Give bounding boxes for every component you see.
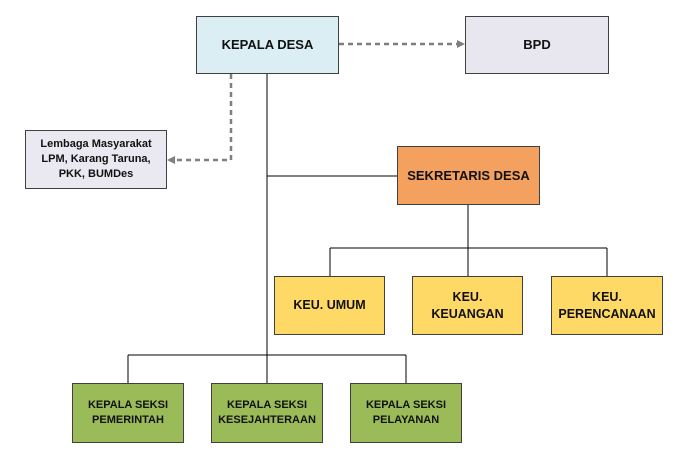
keu-keuangan-label: KEU. KEUANGAN	[431, 289, 504, 321]
lembaga-dashed-arrow	[167, 74, 233, 164]
seksi-kesejahteraan-box: KEPALA SEKSI KESEJAHTERAAN	[211, 383, 323, 443]
kepala-desa-label: KEPALA DESA	[221, 37, 314, 53]
sekretaris-desa-label: SEKRETARIS DESA	[407, 167, 530, 183]
lembaga-masyarakat-label: Lembaga Masyarakat LPM, Karang Taruna, P…	[40, 138, 152, 180]
lembaga-masyarakat-box: Lembaga Masyarakat LPM, Karang Taruna, P…	[25, 130, 167, 189]
keu-umum-box: KEU. UMUM	[274, 276, 385, 335]
seksi-pemerintah-box: KEPALA SEKSI PEMERINTAH	[72, 383, 184, 443]
sekretaris-desa-box: SEKRETARIS DESA	[397, 146, 540, 205]
keu-perencanaan-label: KEU. PERENCANAAN	[558, 289, 656, 321]
bpd-label: BPD	[523, 37, 551, 53]
seksi-pemerintah-label: KEPALA SEKSI PEMERINTAH	[87, 399, 169, 426]
seksi-kesejahteraan-label: KEPALA SEKSI KESEJAHTERAAN	[218, 399, 316, 426]
seksi-pelayanan-label: KEPALA SEKSI PELAYANAN	[365, 399, 447, 426]
bpd-box: BPD	[465, 16, 609, 74]
keu-perencanaan-box: KEU. PERENCANAAN	[551, 276, 663, 335]
keu-keuangan-box: KEU. KEUANGAN	[412, 276, 523, 335]
seksi-pelayanan-box: KEPALA SEKSI PELAYANAN	[350, 383, 462, 443]
kepala-desa-box: KEPALA DESA	[196, 16, 339, 74]
keu-umum-label: KEU. UMUM	[293, 298, 366, 313]
